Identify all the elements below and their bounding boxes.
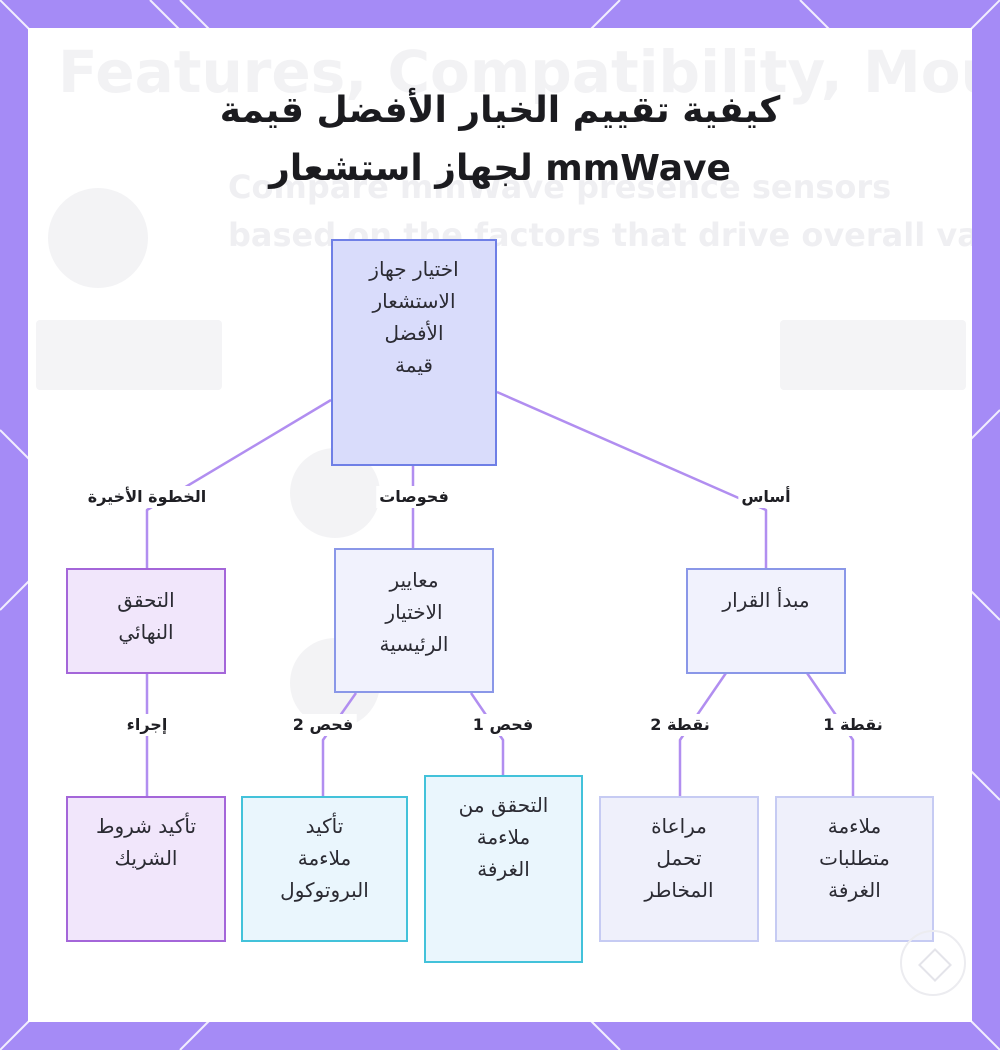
title-line-1: كيفية تقييم الخيار الأفضل قيمة	[219, 90, 781, 131]
edge-label-basis: أساس	[738, 486, 794, 508]
node-room-requirements: ملاءمة متطلبات الغرفة	[775, 796, 934, 942]
background-circle-3	[48, 188, 148, 288]
node-final-check: التحقق النهائي	[66, 568, 226, 674]
edge-label-checks: فحوصات	[376, 486, 452, 508]
edge-label-action: إجراء	[123, 714, 171, 736]
background-subtitle-1: Compare mmWave presence sensors	[228, 168, 892, 206]
node-key-criteria: معايير الاختيار الرئيسية	[334, 548, 494, 693]
diagram-title: كيفية تقييم الخيار الأفضل قيمة لجهاز است…	[0, 82, 1000, 198]
node-root: اختيار جهاز الاستشعار الأفضل قيمة	[331, 239, 497, 466]
title-line-2: لجهاز استشعار mmWave	[269, 148, 731, 189]
background-bar-right	[780, 320, 966, 390]
background-bar-left	[36, 320, 222, 390]
edge-label-point-1: نقطة 1	[820, 714, 886, 736]
edge-root-principle	[496, 390, 768, 568]
edge-label-check-1: فحص 1	[469, 714, 537, 736]
edge-label-final-step: الخطوة الأخيرة	[84, 486, 210, 508]
edge-principle-risk	[678, 672, 728, 796]
edge-label-check-2: فحص 2	[289, 714, 357, 736]
node-confirm-partner: تأكيد شروط الشريك	[66, 796, 226, 942]
node-confirm-protocol: تأكيد ملاءمة البروتوكول	[241, 796, 408, 942]
node-verify-room: التحقق من ملاءمة الغرفة	[424, 775, 583, 963]
edge-principle-requirements	[805, 672, 855, 796]
watermark-logo-icon	[900, 930, 966, 996]
node-risk-tolerance: مراعاة تحمل المخاطر	[599, 796, 759, 942]
edge-criteria-room	[469, 692, 505, 775]
edge-criteria-protocol	[321, 692, 358, 796]
node-decision-principle: مبدأ القرار	[686, 568, 846, 674]
edge-root-final	[145, 398, 332, 568]
edge-label-point-2: نقطة 2	[647, 714, 713, 736]
background-heading: Features, Compatibility, Mounting	[58, 38, 972, 106]
